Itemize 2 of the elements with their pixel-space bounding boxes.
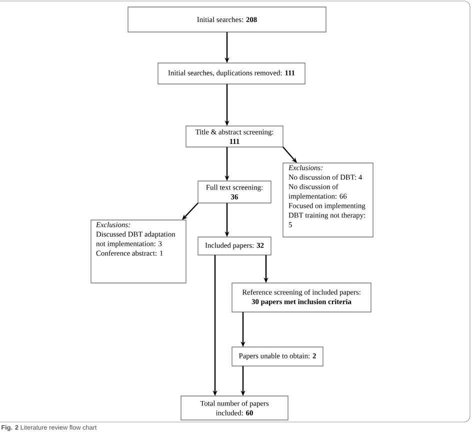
arrow xyxy=(182,202,198,220)
arrow xyxy=(282,146,297,163)
